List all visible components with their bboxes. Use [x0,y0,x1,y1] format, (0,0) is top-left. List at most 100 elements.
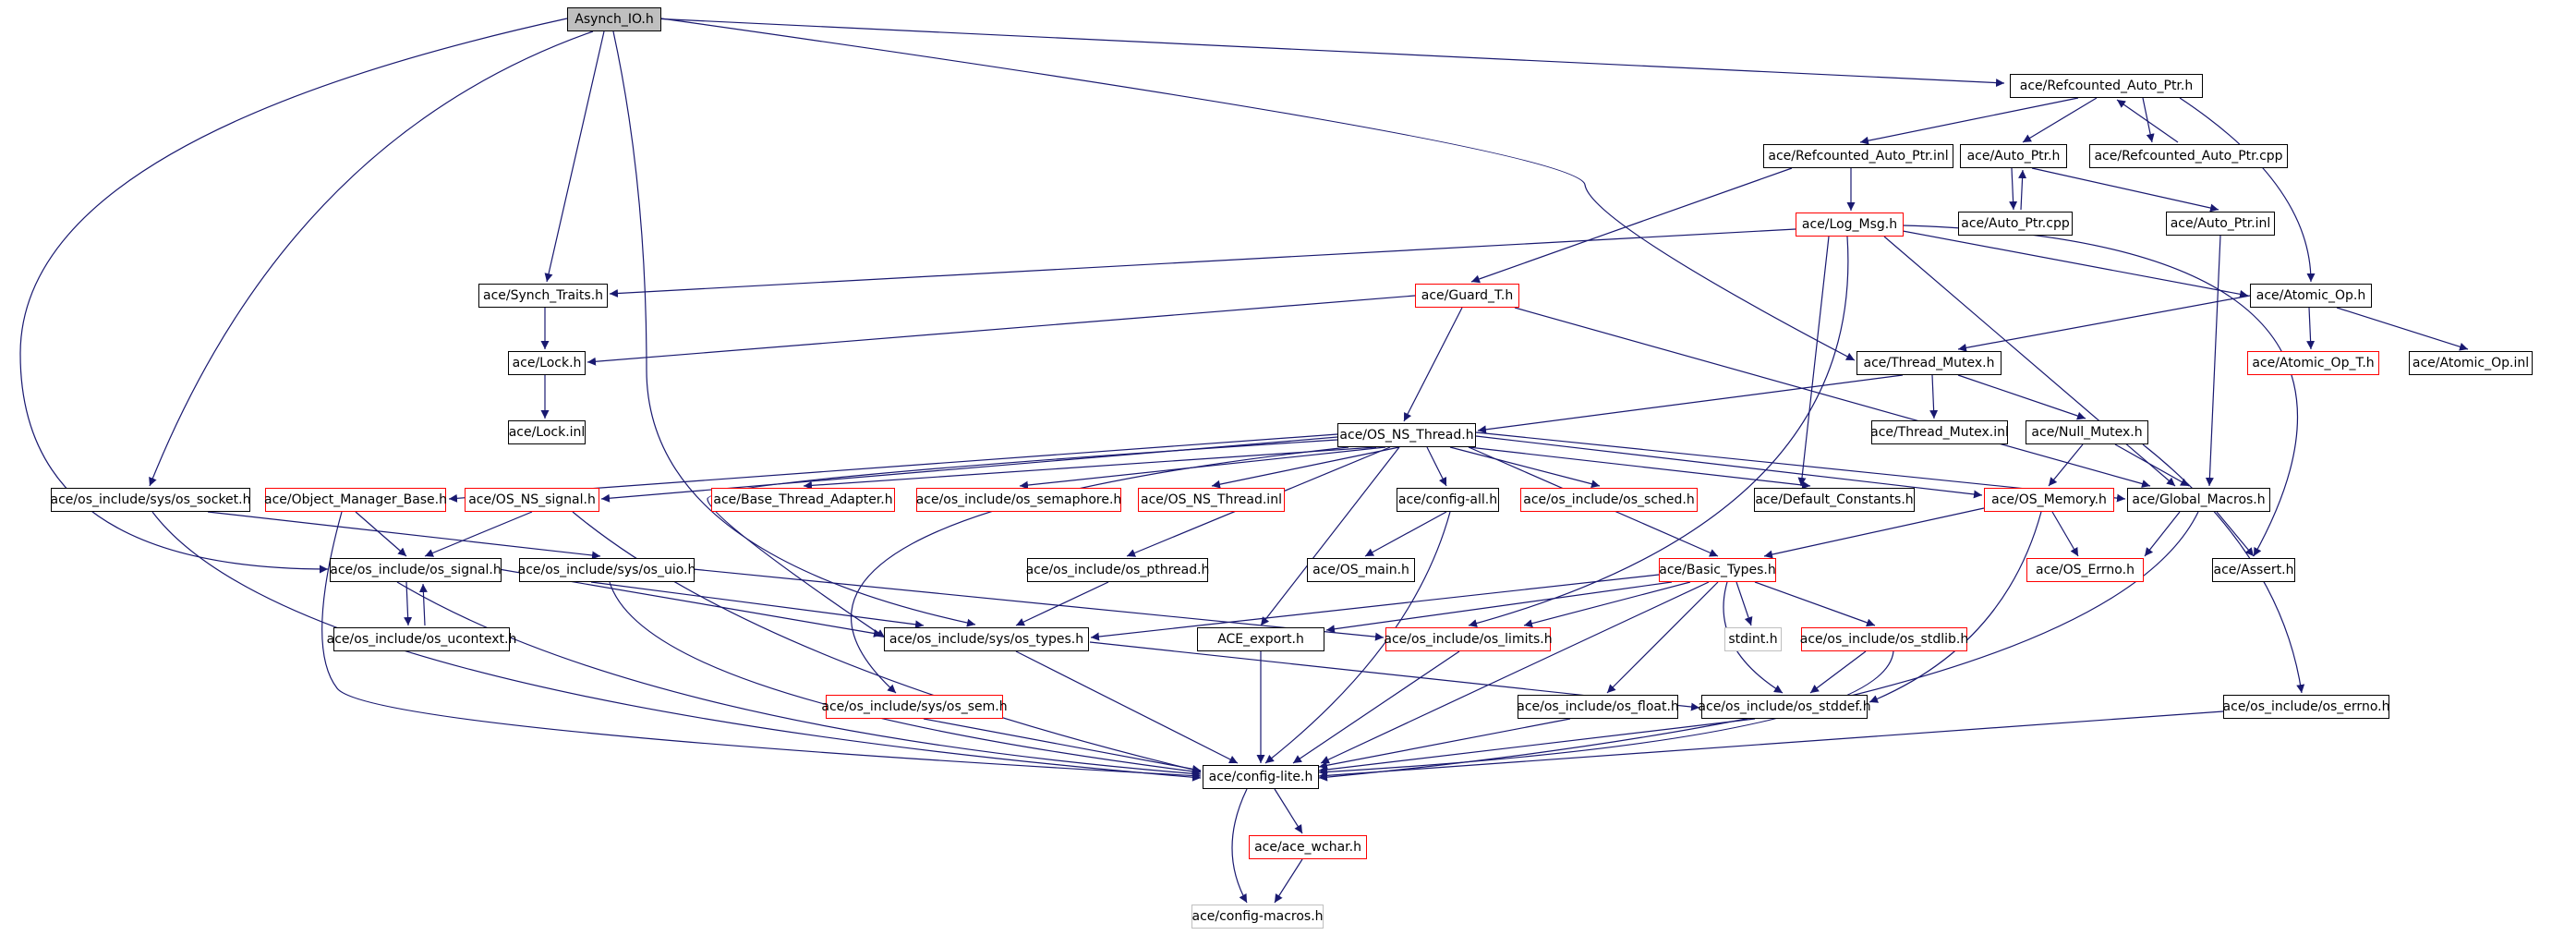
node-config-all[interactable]: ace/config-all.h [1397,488,1499,512]
edge-os_uio-to-config_lite [609,581,1202,776]
edge-atomic_op_h-to-atomic_op_inl [2336,307,2469,351]
edge-basic_types-to-os_float [1606,581,1719,694]
node-thread-mutex-inl[interactable]: ace/Thread_Mutex.inl [1870,420,2009,444]
edge-os_ns_thread_h-to-default_constants [1468,446,1811,490]
node-auto-ptr-cpp[interactable]: ace/Auto_Ptr.cpp [1958,212,2073,236]
edge-os_ns_thread_h-to-os_semaphore [1019,446,1386,490]
node-log-msg[interactable]: ace/Log_Msg.h [1796,212,1904,237]
edge-global_macros-to-assert_h [2216,511,2255,557]
edge-os_float-to-config_lite [1318,718,1571,770]
node-config-macros[interactable]: ace/config-macros.h [1191,905,1324,929]
edge-os_errno_inc-to-config_lite [1318,710,2224,780]
edge-os_socket-to-config_lite [151,511,1202,782]
edge-os_ns_signal-to-os_signal [424,511,533,557]
edge-asynch_io-to-os_types [612,30,976,627]
node-atomic-op-h[interactable]: ace/Atomic_Op.h [2250,284,2372,308]
edge-os_ns_thread_h-to-ace_export [1260,446,1400,626]
node-refcounted-auto-ptr-h[interactable]: ace/Refcounted_Auto_Ptr.h [2010,74,2203,98]
edge-log_msg-to-assert_h [1902,225,2299,557]
node-os-stdlib[interactable]: ace/os_include/os_stdlib.h [1800,627,1968,651]
edge-object_manager_base-to-config_lite [321,511,1202,780]
node-os-pthread[interactable]: ace/os_include/os_pthread.h [1026,558,1209,582]
node-ace-wchar[interactable]: ace/ace_wchar.h [1249,835,1367,859]
node-os-ucontext[interactable]: ace/os_include/os_ucontext.h [327,627,516,651]
edge-refcounted_auto_ptr_h-to-atomic_op_h [2179,97,2316,283]
edge-os_ns_thread_h-to-config_all [1426,446,1447,487]
edge-os_ucontext-to-os_signal [418,583,428,626]
node-auto-ptr-inl[interactable]: ace/Auto_Ptr.inl [2166,212,2275,236]
node-stdint[interactable]: stdint.h [1724,627,1782,651]
edge-os_sem-to-config_lite [923,718,1202,773]
node-config-lite[interactable]: ace/config-lite.h [1203,765,1319,789]
node-asynch-io[interactable]: Asynch_IO.h [567,7,661,31]
node-os-float[interactable]: ace/os_include/os_float.h [1517,695,1679,719]
node-os-signal[interactable]: ace/os_include/os_signal.h [330,558,502,582]
edge-log_msg-to-global_macros [1883,236,2176,487]
node-guard-t[interactable]: ace/Guard_T.h [1415,284,1519,308]
node-lock-h[interactable]: ace/Lock.h [508,351,586,375]
node-refcounted-auto-ptr-inl[interactable]: ace/Refcounted_Auto_Ptr.inl [1763,144,1953,168]
edge-basic_types-to-stdint [1735,581,1753,626]
edge-os_ns_thread_h-to-os_sem [850,446,1349,694]
node-global-macros[interactable]: ace/Global_Macros.h [2127,488,2270,512]
edge-os_signal-to-config_lite [396,581,1202,778]
edge-basic_types-to-ace_export [1325,581,1673,634]
edge-os_uio-to-os_types [590,581,925,629]
edge-null_mutex-to-os_memory [2048,443,2084,487]
node-refcounted-auto-ptr-cpp[interactable]: ace/Refcounted_Auto_Ptr.cpp [2089,144,2288,168]
node-os-types[interactable]: ace/os_include/sys/os_types.h [884,627,1089,651]
edge-os_ns_thread_h-to-os_memory [1475,435,1983,499]
edge-os_memory-to-os_errno_h [2051,511,2079,557]
edge-log_msg-to-os_limits [1468,236,1849,627]
node-base-thread-adapter[interactable]: ace/Base_Thread_Adapter.h [711,488,895,512]
edge-object_manager_base-to-os_signal [355,511,407,557]
node-basic-types[interactable]: ace/Basic_Types.h [1659,558,1776,582]
node-default-constants[interactable]: ace/Default_Constants.h [1754,488,1915,512]
edge-os_uio-to-os_limits [692,568,1385,641]
edge-null_mutex-to-global_macros [2114,443,2190,487]
node-os-sem[interactable]: ace/os_include/sys/os_sem.h [821,695,1008,719]
edge-basic_types-to-os_stdlib [1754,581,1876,627]
edge-asynch_io-to-refcounted_auto_ptr_h [651,18,2005,88]
edge-os_memory-to-basic_types [1763,507,1985,559]
node-os-ns-thread-h[interactable]: ace/OS_NS_Thread.h [1337,423,1476,447]
node-os-socket[interactable]: ace/os_include/sys/os_socket.h [51,488,250,512]
node-os-uio[interactable]: ace/os_include/sys/os_uio.h [518,558,695,582]
edge-os_ns_signal-to-config_lite [572,511,1202,774]
node-os-errno-inc[interactable]: ace/os_include/os_errno.h [2223,695,2389,719]
edge-asynch_io-to-synch_traits [544,30,605,283]
node-auto-ptr-h[interactable]: ace/Auto_Ptr.h [1960,144,2067,168]
node-ace-export[interactable]: ACE_export.h [1197,627,1324,651]
node-lock-inl[interactable]: ace/Lock.inl [508,420,586,444]
edge-os_signal-to-os_ucontext [404,581,413,626]
node-os-sched[interactable]: ace/os_include/os_sched.h [1520,488,1698,512]
edge-config_all-to-config_lite [1264,511,1451,764]
node-os-errno-h[interactable]: ace/OS_Errno.h [2026,558,2144,582]
edge-config_lite-to-config_macros [1231,788,1248,904]
edge-os_memory-to-os_stddef [1869,511,2042,703]
edge-auto_ptr_cpp-to-auto_ptr_h [2018,169,2027,211]
node-atomic-op-inl[interactable]: ace/Atomic_Op.inl [2409,351,2533,375]
edge-guard_t-to-lock_h [587,295,1416,366]
node-synch-traits[interactable]: ace/Synch_Traits.h [478,284,608,308]
edge-guard_t-to-global_macros [1514,307,2151,488]
node-os-limits[interactable]: ace/os_include/os_limits.h [1384,627,1553,651]
node-os-semaphore[interactable]: ace/os_include/os_semaphore.h [916,488,1121,512]
edge-os_ns_thread_h-to-base_thread_adapter [803,446,1377,490]
edge-os_ns_thread_h-to-os_types [707,439,1338,638]
edge-os_stdlib-to-config_lite [1318,650,1894,776]
node-os-main[interactable]: ace/OS_main.h [1307,558,1415,582]
node-assert-h[interactable]: ace/Assert.h [2212,558,2295,582]
node-os-memory[interactable]: ace/OS_Memory.h [1984,488,2114,512]
node-object-manager-base[interactable]: ace/Object_Manager_Base.h [264,488,447,512]
node-atomic-op-t[interactable]: ace/Atomic_Op_T.h [2247,351,2379,375]
node-os-ns-thread-inl[interactable]: ace/OS_NS_Thread.inl [1138,488,1285,512]
edge-auto_ptr_h-to-auto_ptr_cpp [2009,167,2018,211]
node-null-mutex[interactable]: ace/Null_Mutex.h [2026,420,2148,444]
node-thread-mutex-h[interactable]: ace/Thread_Mutex.h [1856,351,2002,375]
node-os-stddef[interactable]: ace/os_include/os_stddef.h [1698,695,1871,719]
edge-os_types-to-config_lite [1015,650,1239,764]
node-os-ns-signal[interactable]: ace/OS_NS_signal.h [465,488,599,512]
edge-os_socket-to-os_uio [207,511,601,560]
